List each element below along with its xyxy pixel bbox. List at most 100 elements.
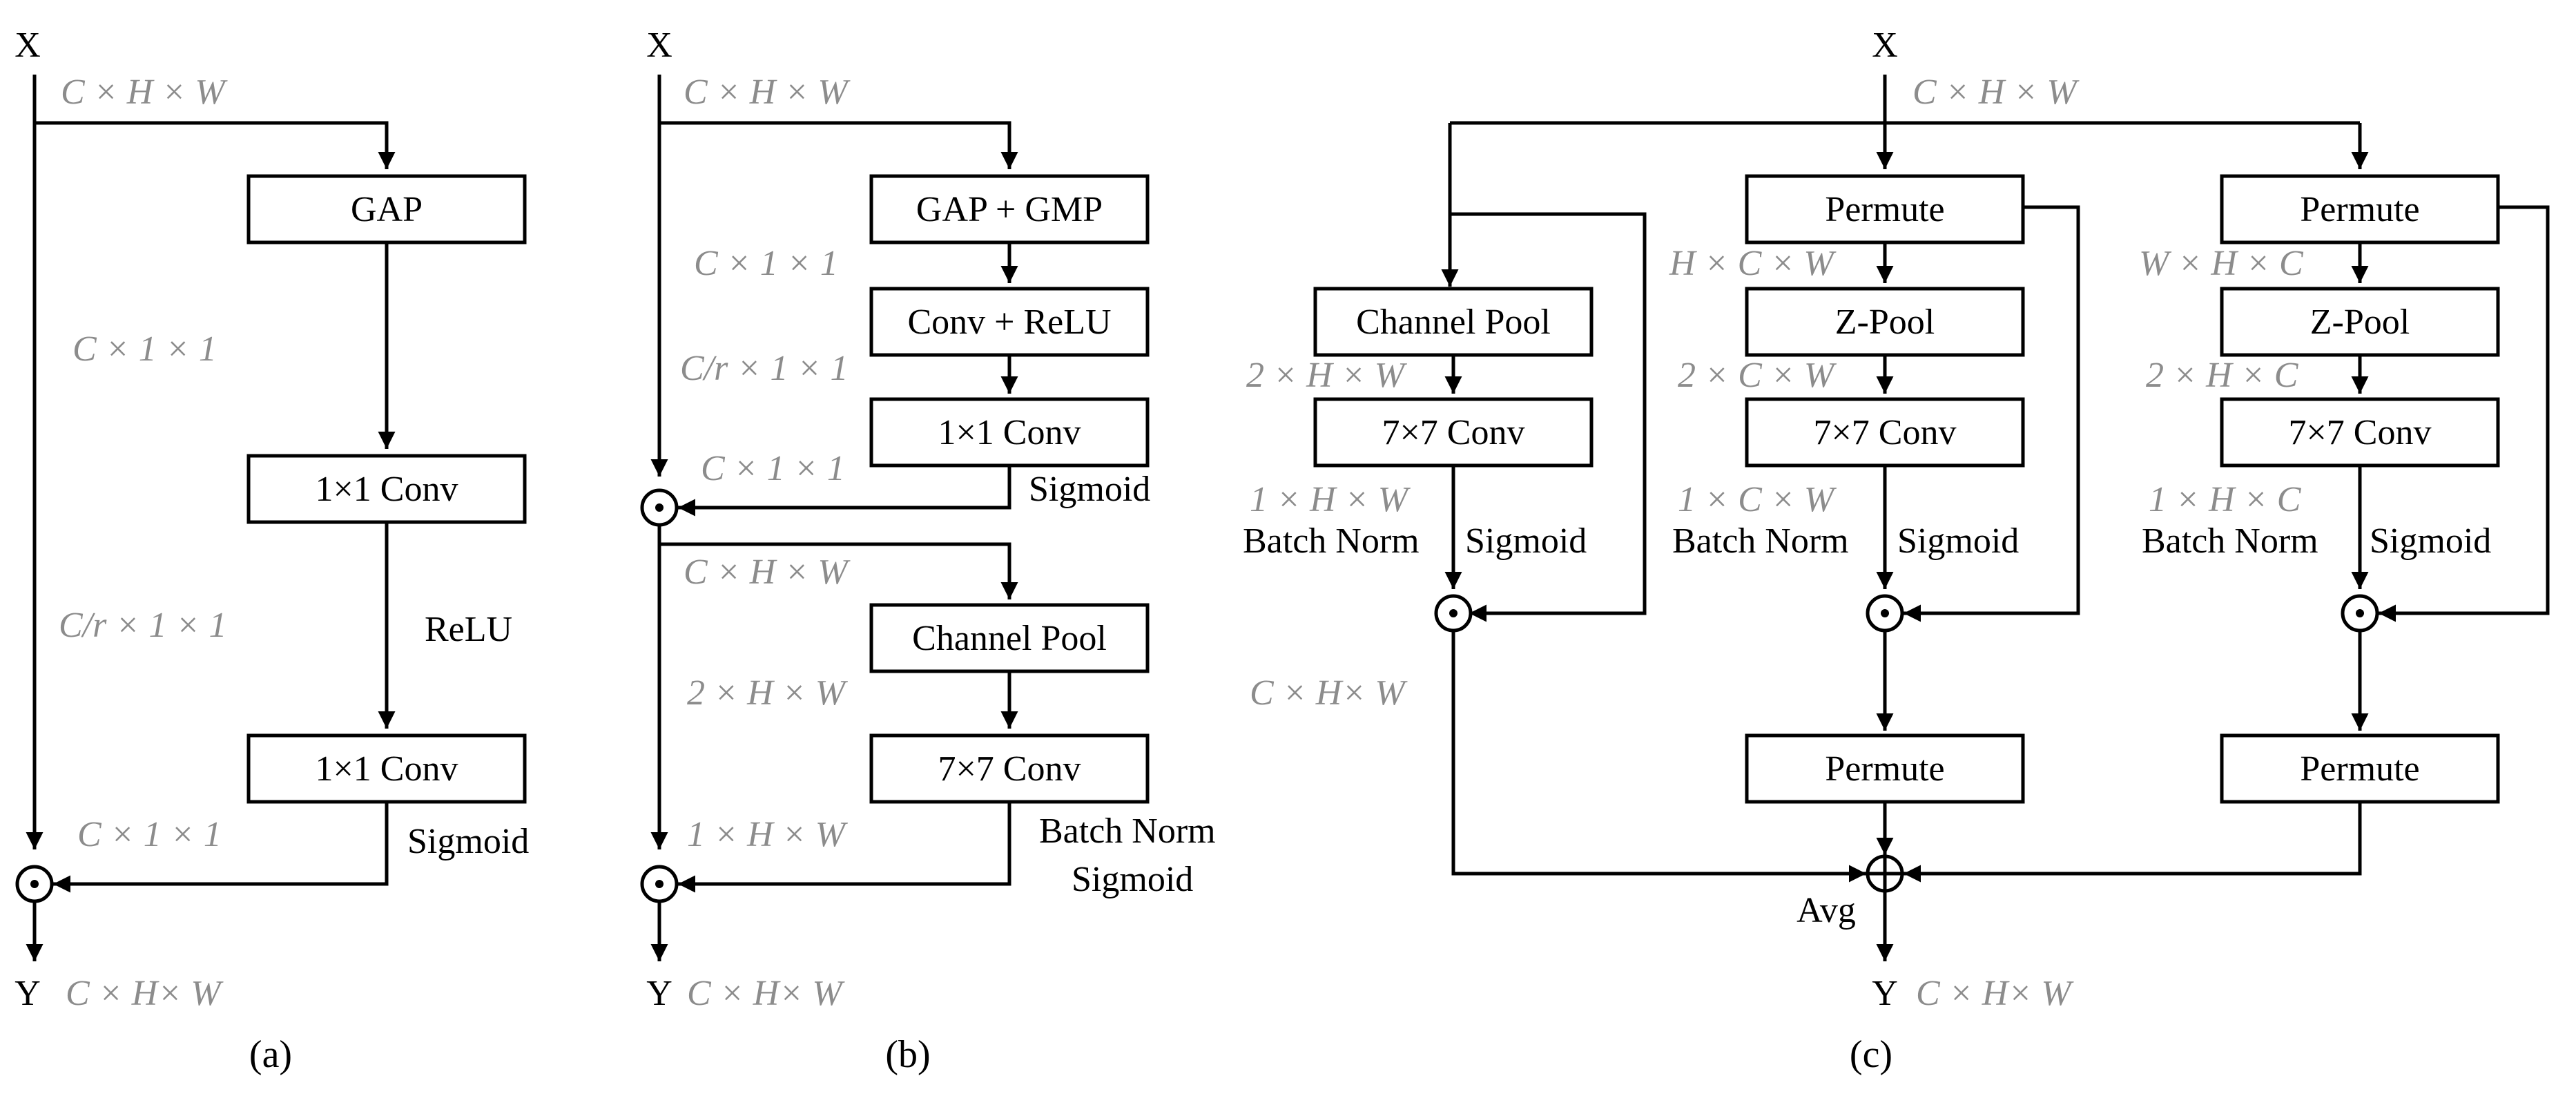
- caption-c: (c): [1850, 1033, 1892, 1076]
- residual-1: [1450, 212, 1647, 622]
- convrelu-box: [869, 287, 1150, 357]
- dim-perm: W × H × C: [2139, 244, 2304, 283]
- dim-output: C × H× W: [1916, 974, 2074, 1013]
- dim-mid: C × H × W: [684, 552, 851, 592]
- zpool-label: Z-Pool: [2310, 302, 2410, 342]
- conv-box: [1313, 397, 1594, 468]
- dim-pool: C × 1 × 1: [694, 244, 838, 283]
- conv77-box: [869, 733, 1150, 804]
- dim-mid: C × H× W: [1250, 673, 1408, 713]
- dim-sig: C × 1 × 1: [77, 815, 222, 854]
- permute2-label: Permute: [1825, 749, 1944, 789]
- conv11-box: [869, 397, 1150, 468]
- dim-pool: 2 × H × W: [1246, 356, 1408, 395]
- conv77-label: 7×7 Conv: [938, 749, 1081, 789]
- arrow-to-sum-3: [1904, 802, 2362, 883]
- caption-b: (b): [885, 1033, 930, 1076]
- sig-label: Sigmoid: [1897, 521, 2019, 561]
- arrow-to-mul-1: [678, 465, 1011, 517]
- conv-label: 7×7 Conv: [1382, 413, 1524, 452]
- multiply-dot: [30, 880, 39, 888]
- zpool-box: [1745, 287, 2025, 357]
- multiply-dot-1: [655, 503, 664, 512]
- branch-2: Permute H × C × W Z-Pool 2 × C × W 7×7 C…: [1669, 174, 2080, 855]
- arrow-to-mul: [53, 802, 389, 893]
- zpool-label: Z-Pool: [1835, 302, 1935, 342]
- dim-output: C × H× W: [66, 974, 224, 1013]
- permute-label: Permute: [2300, 190, 2419, 229]
- permute-box: [1745, 174, 2025, 244]
- dim-cp: 2 × H × W: [687, 673, 849, 713]
- dim-gap: C × 1 × 1: [72, 329, 217, 369]
- branch-arrow: [35, 121, 396, 169]
- dim-reduced: C/r × 1 × 1: [59, 606, 227, 645]
- sig-label: Sigmoid: [2370, 521, 2491, 561]
- conv2-label: 1×1 Conv: [315, 749, 458, 789]
- multiply-dot: [1449, 609, 1458, 617]
- output-label: Y: [1872, 974, 1898, 1013]
- relu-label: ReLU: [425, 610, 512, 649]
- batchnorm-label: Batch Norm: [1039, 811, 1216, 851]
- dim-reduced: C/r × 1 × 1: [680, 349, 849, 388]
- output-label: Y: [14, 974, 41, 1013]
- input-label: X: [646, 26, 672, 65]
- output-label: Y: [646, 974, 672, 1013]
- conv-box: [2220, 397, 2500, 468]
- arrow-to-mul-2: [678, 802, 1011, 893]
- dim-input: C × H × W: [684, 73, 851, 112]
- bn-label: Batch Norm: [2142, 521, 2318, 561]
- dim-perm: H × C × W: [1669, 244, 1837, 283]
- dim-pool: 2 × H × C: [2146, 356, 2299, 395]
- multiply-dot-2: [655, 880, 664, 888]
- convrelu-label: Conv + ReLU: [907, 302, 1111, 342]
- conv1-label: 1×1 Conv: [315, 470, 458, 509]
- dim-input: C × H × W: [61, 73, 228, 112]
- conv11-label: 1×1 Conv: [938, 413, 1081, 452]
- gapgmp-label: GAP + GMP: [916, 190, 1103, 229]
- dim-pool: 2 × C × W: [1678, 356, 1837, 395]
- branch-arrow-1: [659, 121, 1018, 169]
- chpool-label: Channel Pool: [1356, 302, 1551, 342]
- panel-a: X C × H × W GAP C × 1 × 1 1×1 Conv C/r ×…: [14, 26, 529, 1076]
- permute2-label: Permute: [2300, 749, 2419, 789]
- dim-input: C × H × W: [1912, 73, 2080, 112]
- panel-b: X C × H × W GAP + GMP C × 1 × 1 Conv + R…: [640, 26, 1216, 1076]
- branch-1: Channel Pool 2 × H × W 7×7 Conv 1 × H × …: [1243, 212, 1866, 883]
- conv-label: 7×7 Conv: [1813, 413, 1956, 452]
- input-label: X: [1872, 26, 1898, 65]
- bn-label: Batch Norm: [1672, 521, 1849, 561]
- arrow-to-sum-1: [1451, 631, 1866, 883]
- multiply-dot: [1881, 609, 1889, 617]
- chpool-label: Channel Pool: [912, 619, 1107, 658]
- input-label: X: [14, 26, 41, 65]
- permute-box: [2220, 174, 2500, 244]
- dim-sp: 1 × H × W: [687, 815, 849, 854]
- zpool-box: [2220, 287, 2500, 357]
- dim-conv: 1 × H × C: [2149, 480, 2302, 519]
- dim-conv: 1 × H × W: [1250, 480, 1411, 519]
- dim-output: C × H× W: [687, 974, 845, 1013]
- sigmoid1-label: Sigmoid: [1029, 470, 1150, 509]
- permute2-box: [2220, 733, 2500, 804]
- multiply-dot: [2356, 609, 2364, 617]
- gap-label: GAP: [351, 190, 423, 229]
- dim-conv: 1 × C × W: [1678, 480, 1837, 519]
- sig-label: Sigmoid: [1465, 521, 1587, 561]
- dim-sig: C × 1 × 1: [701, 449, 845, 488]
- branch-3: Permute W × H × C Z-Pool 2 × H × C 7×7 C…: [1904, 174, 2550, 883]
- branch-arrow-2: [659, 542, 1018, 599]
- avg-label: Avg: [1797, 891, 1856, 930]
- caption-a: (a): [249, 1033, 292, 1076]
- permute2-box: [1745, 733, 2025, 804]
- chpool-box: [1313, 287, 1594, 357]
- permute-label: Permute: [1825, 190, 1944, 229]
- conv2-box: [246, 733, 527, 804]
- residual-2: [1904, 205, 2080, 622]
- bn-label: Batch Norm: [1243, 521, 1420, 561]
- panel-c: X C × H × W Channel Pool 2 × H × W 7×7 C…: [1243, 26, 2550, 1076]
- conv1-box: [246, 454, 527, 524]
- conv-label: 7×7 Conv: [2288, 413, 2431, 452]
- sigmoid2-label: Sigmoid: [1072, 860, 1193, 899]
- sigmoid-label: Sigmoid: [407, 822, 529, 861]
